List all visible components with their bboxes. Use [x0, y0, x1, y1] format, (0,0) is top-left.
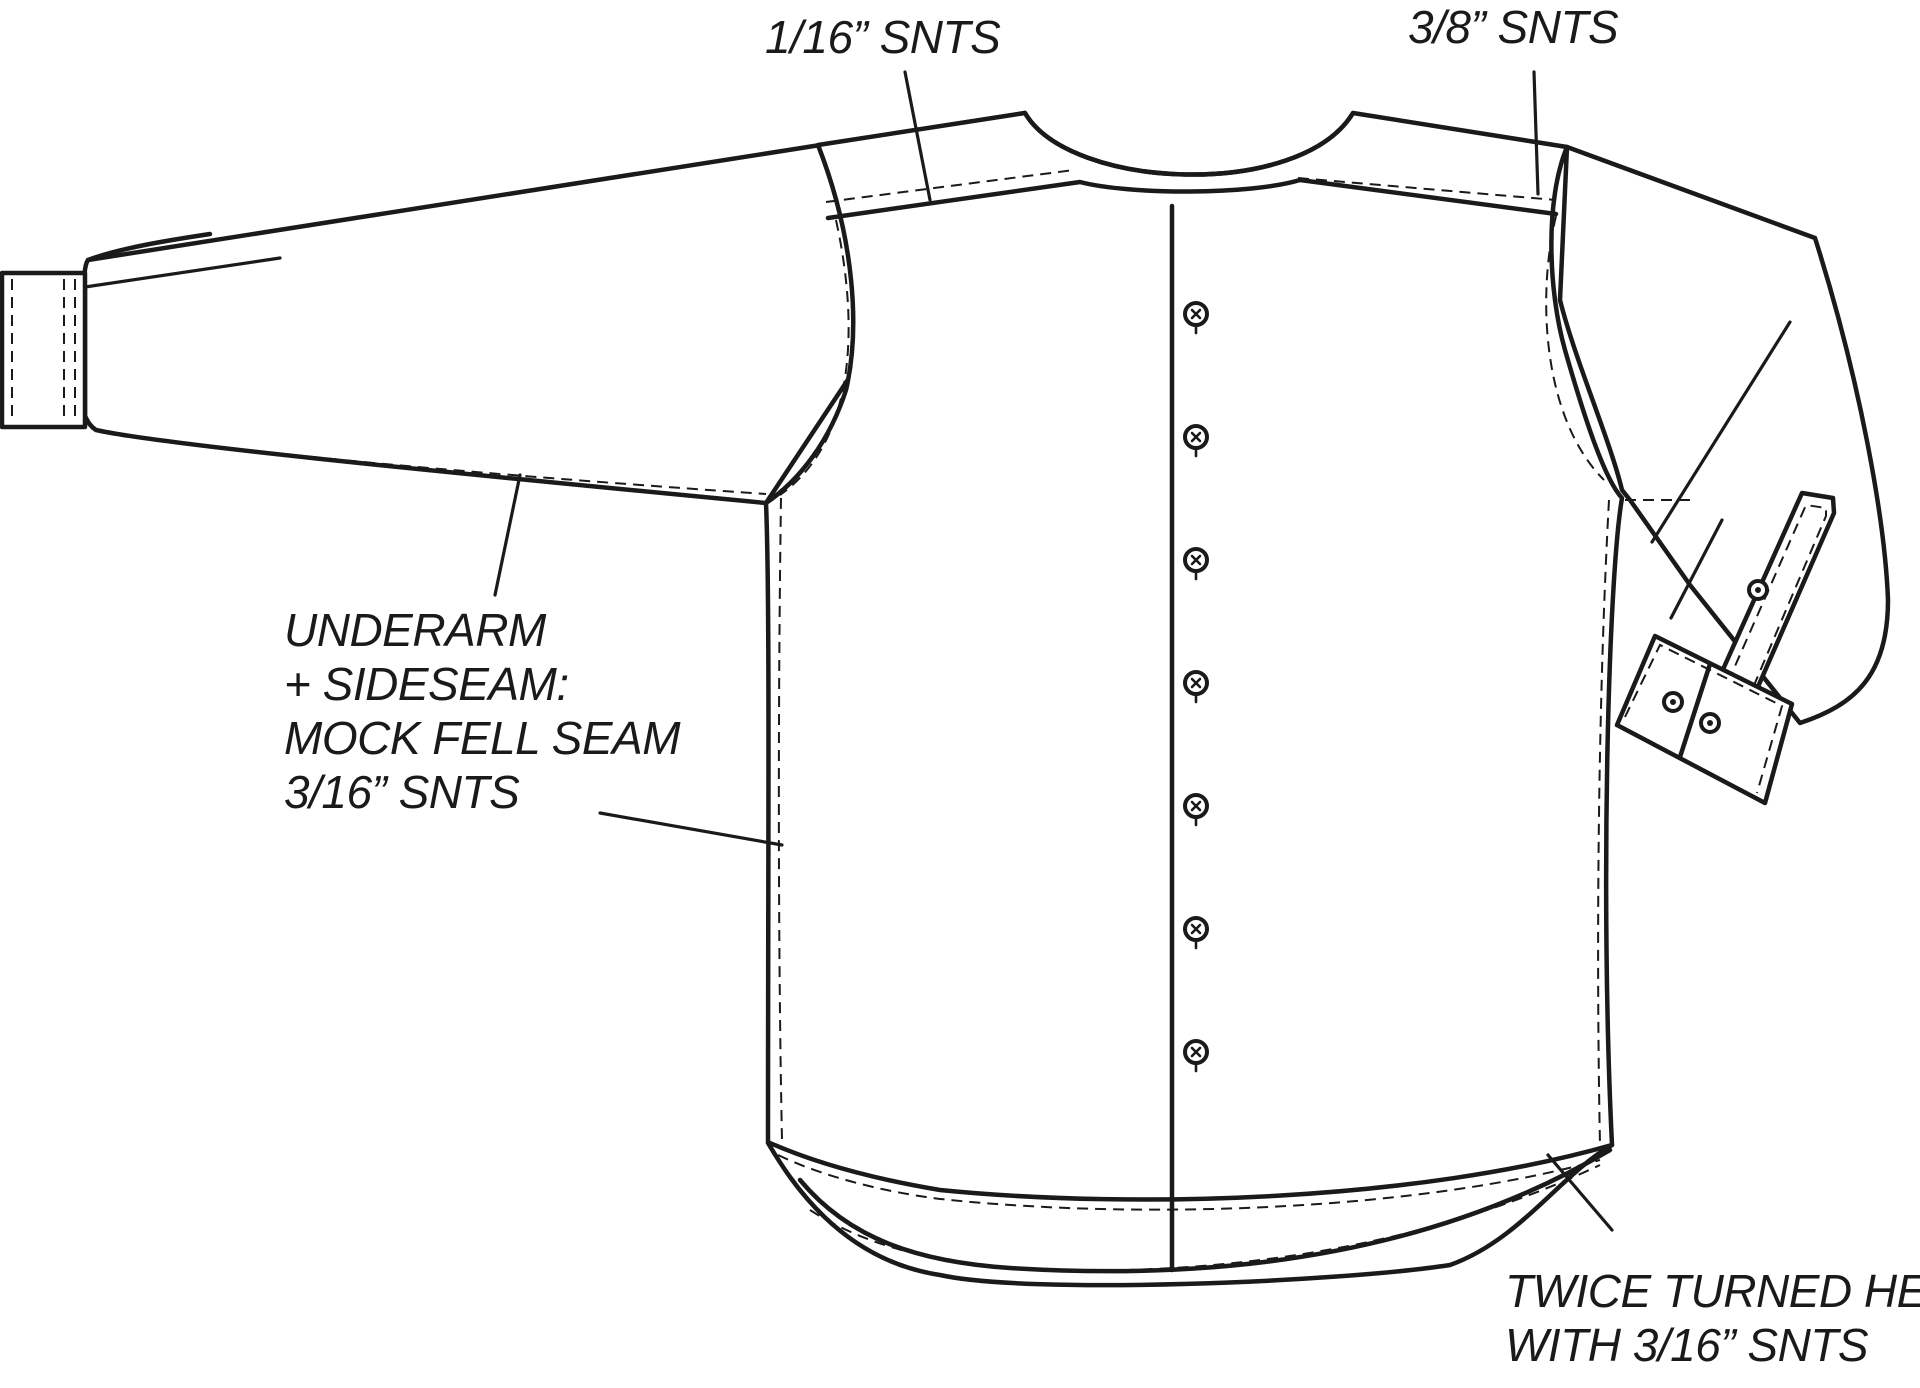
placket-button [1183, 670, 1209, 704]
label-armhole-topstitch: 3/8” SNTS [1408, 1, 1619, 53]
label-line: UNDERARM [284, 604, 546, 656]
placket-button [1183, 424, 1209, 458]
sleeve-fold-line [1650, 320, 1792, 544]
label-hem: TWICE TURNED HEM WITH 3/16” SNTS [1505, 1264, 1920, 1372]
left-cuff [0, 270, 88, 430]
placket-button [1183, 1039, 1209, 1073]
label-line: WITH 3/16” SNTS [1505, 1319, 1869, 1371]
placket-buttons [1183, 301, 1209, 1073]
label-line: MOCK FELL SEAM [284, 712, 681, 764]
label-line: + SIDESEAM: [284, 658, 569, 710]
leader-sideseam [598, 811, 784, 847]
label-line: 3/16” SNTS [284, 766, 520, 818]
leader-lines [493, 70, 1540, 847]
placket-button [1183, 916, 1209, 950]
hem-leader-tick [1546, 1153, 1614, 1232]
cuff-button [1662, 691, 1684, 713]
placket-button [1183, 301, 1209, 335]
sleeve-placket-line [83, 256, 282, 289]
yoke-seam [825, 177, 1559, 221]
label-line: TWICE TURNED HEM [1505, 1265, 1920, 1317]
shirt-body [763, 110, 1625, 1288]
label-yoke-topstitch: 1/16” SNTS [765, 11, 1001, 63]
leader-yoke-topstitch [903, 70, 932, 202]
label-underarm-sideseam: UNDERARM + SIDESEAM: MOCK FELL SEAM 3/16… [284, 603, 681, 819]
cuff-button [1699, 712, 1721, 734]
placket-button [1183, 547, 1209, 581]
left-cuff-band [0, 270, 88, 430]
hem-turn-line [767, 1140, 1615, 1202]
leader-underarm [493, 473, 522, 597]
cuff-button [1747, 579, 1769, 601]
sleeve-placket-line-right [1669, 518, 1724, 620]
cuff-buttons [1662, 579, 1769, 734]
leader-armhole-topstitch [1532, 70, 1540, 196]
placket-button [1183, 793, 1209, 827]
neckline [1022, 110, 1356, 177]
